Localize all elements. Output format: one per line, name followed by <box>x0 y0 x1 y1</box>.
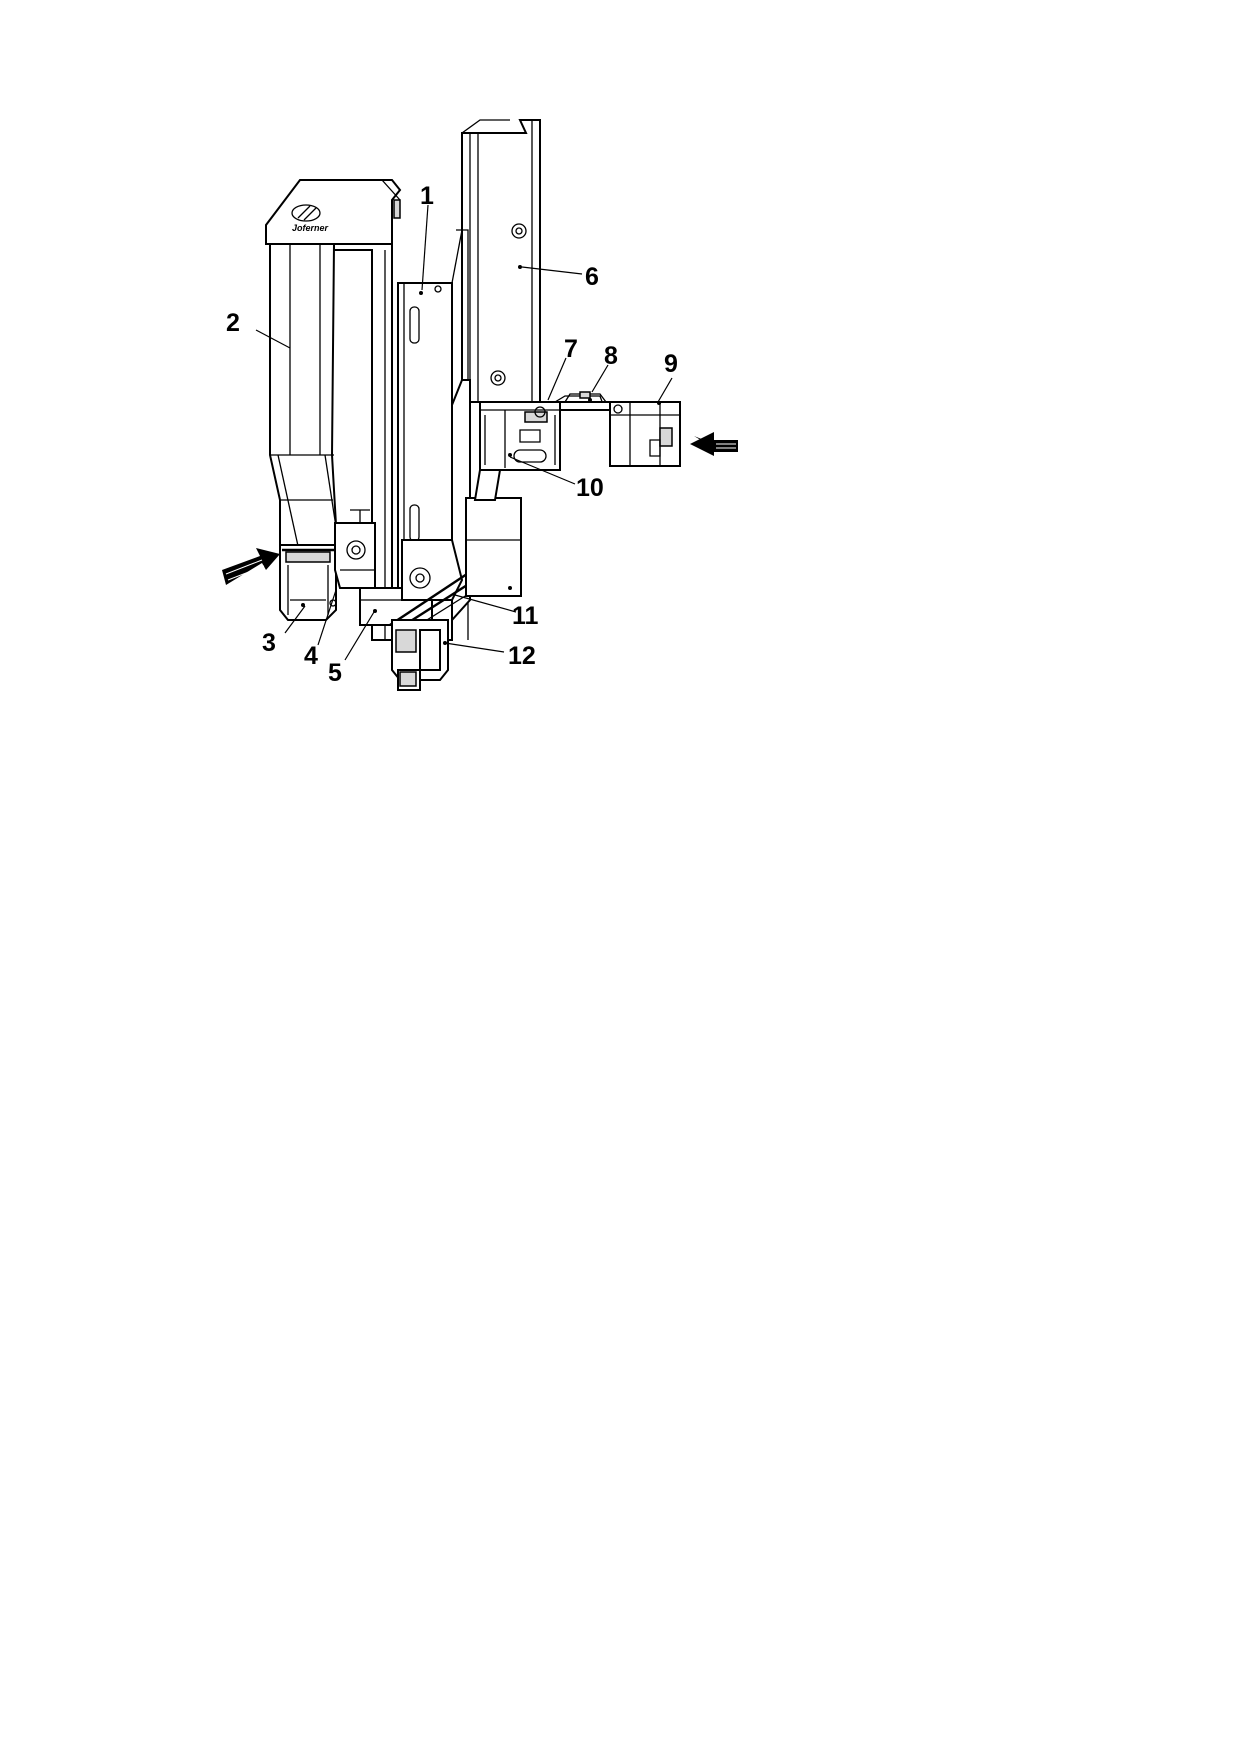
feeder-tube: Joferner <box>265 179 402 641</box>
callout-4: 4 <box>304 642 318 670</box>
logo-text: Joferner <box>292 223 329 233</box>
callout-5: 5 <box>328 659 342 687</box>
callout-12: 12 <box>508 642 536 670</box>
left-head <box>279 544 337 621</box>
callout-labels: 1 2 3 4 5 6 7 8 9 10 11 12 <box>226 182 678 687</box>
lower-nozzle <box>391 619 449 691</box>
callout-9: 9 <box>664 350 678 378</box>
callout-2: 2 <box>226 309 240 337</box>
left-arrow <box>222 548 280 585</box>
angled-chute <box>389 379 522 641</box>
callout-3: 3 <box>262 629 276 657</box>
callout-6: 6 <box>585 263 599 291</box>
callout-8: 8 <box>604 342 618 370</box>
right-head <box>609 401 681 467</box>
right-arrow <box>690 432 738 456</box>
horizontal-arm <box>559 391 613 411</box>
callout-7: 7 <box>564 335 578 363</box>
callout-1: 1 <box>420 182 434 210</box>
center-bracket <box>334 509 376 589</box>
slide-carriage <box>479 395 606 471</box>
callout-10: 10 <box>576 474 604 502</box>
vertical-rail <box>461 119 541 403</box>
callout-11: 11 <box>512 602 539 630</box>
leader-lines <box>255 204 673 661</box>
